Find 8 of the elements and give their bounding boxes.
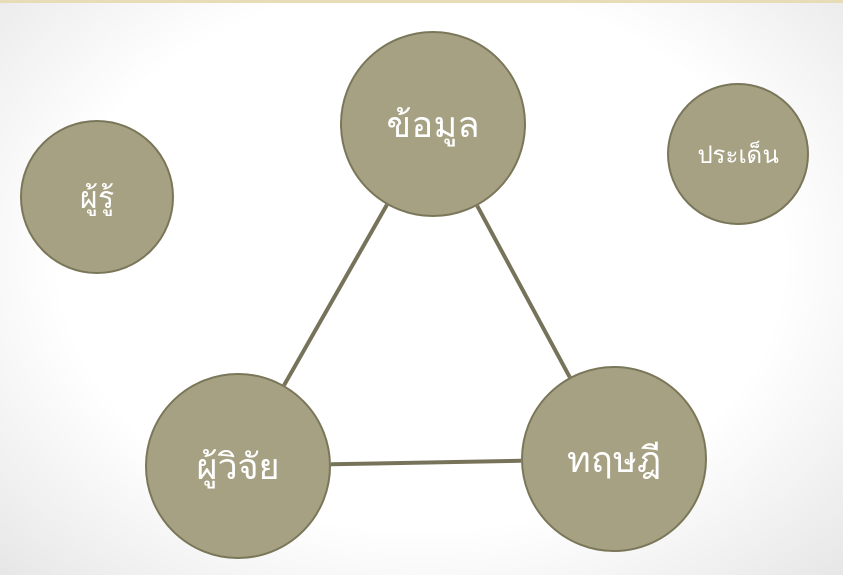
connector-line [475, 204, 572, 378]
connector-line [282, 204, 389, 386]
node-label: ผู้วิจัย [196, 446, 280, 490]
node-label: ข้อมูล [386, 104, 480, 148]
node-label: ทฤษฎี [567, 438, 661, 482]
node-label: ประเด็น [698, 140, 778, 170]
node-label: ผู้รู้ [80, 180, 114, 218]
connector-line [330, 458, 522, 466]
